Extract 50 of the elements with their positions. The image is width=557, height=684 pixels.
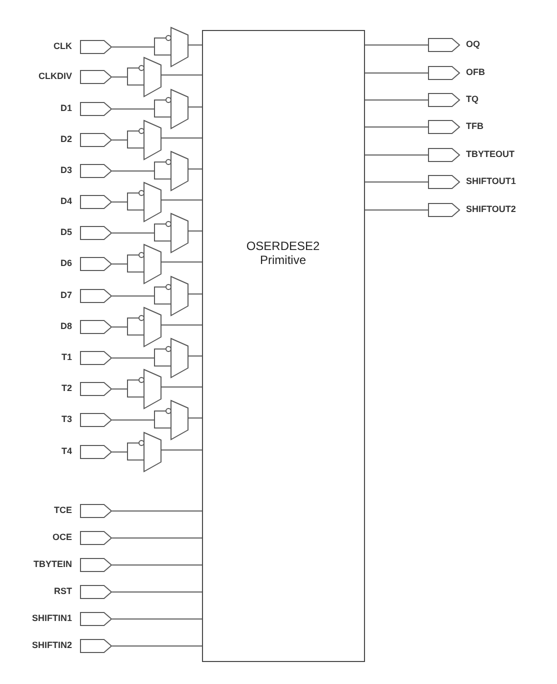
wire [112, 108, 154, 110]
block-label: OSERDESE2 Primitive [245, 239, 321, 267]
port-label: T3 [61, 414, 72, 425]
port-label: TFB [466, 121, 484, 132]
port-label: TCE [54, 505, 72, 516]
wire [112, 510, 202, 512]
wire [188, 230, 202, 232]
port-label: TBYTEOUT [466, 149, 514, 160]
port-label: CLK [54, 41, 72, 52]
wire [364, 44, 428, 46]
port-label: TBYTEIN [33, 559, 72, 570]
wire [364, 126, 428, 128]
port-label: D2 [60, 134, 72, 145]
wire [112, 618, 202, 620]
wire [112, 564, 202, 566]
port-label: D7 [60, 290, 72, 301]
port-label: OFB [466, 67, 485, 78]
port-label: D6 [60, 258, 72, 269]
wire [112, 232, 154, 234]
wire [112, 170, 154, 172]
port-label: SHIFTIN1 [32, 613, 72, 624]
port-label: T2 [61, 383, 72, 394]
wire [188, 106, 202, 108]
wire [112, 388, 128, 390]
wire [364, 154, 428, 156]
port-label: OQ [466, 39, 480, 50]
port-label: D8 [60, 321, 72, 332]
wire [112, 326, 128, 328]
port-label: CLKDIV [38, 71, 72, 82]
wire [160, 74, 202, 76]
port-label: RST [54, 586, 72, 597]
port-label: OCE [52, 532, 72, 543]
wire [112, 46, 154, 48]
wire [188, 44, 202, 46]
port-label: T1 [61, 352, 72, 363]
port-label: SHIFTOUT2 [466, 204, 516, 215]
port-label: D5 [60, 227, 72, 238]
wire [160, 324, 202, 326]
wire [112, 76, 128, 78]
primitive-block [202, 30, 365, 662]
port-label: D3 [60, 165, 72, 176]
port-label: D4 [60, 196, 72, 207]
wire [364, 72, 428, 74]
port-label: T4 [61, 446, 72, 457]
port-label: SHIFTOUT1 [466, 176, 516, 187]
port-label: TQ [466, 94, 478, 105]
wire [188, 168, 202, 170]
port-label: SHIFTIN2 [32, 640, 72, 651]
wire [160, 386, 202, 388]
port-label: D1 [60, 103, 72, 114]
